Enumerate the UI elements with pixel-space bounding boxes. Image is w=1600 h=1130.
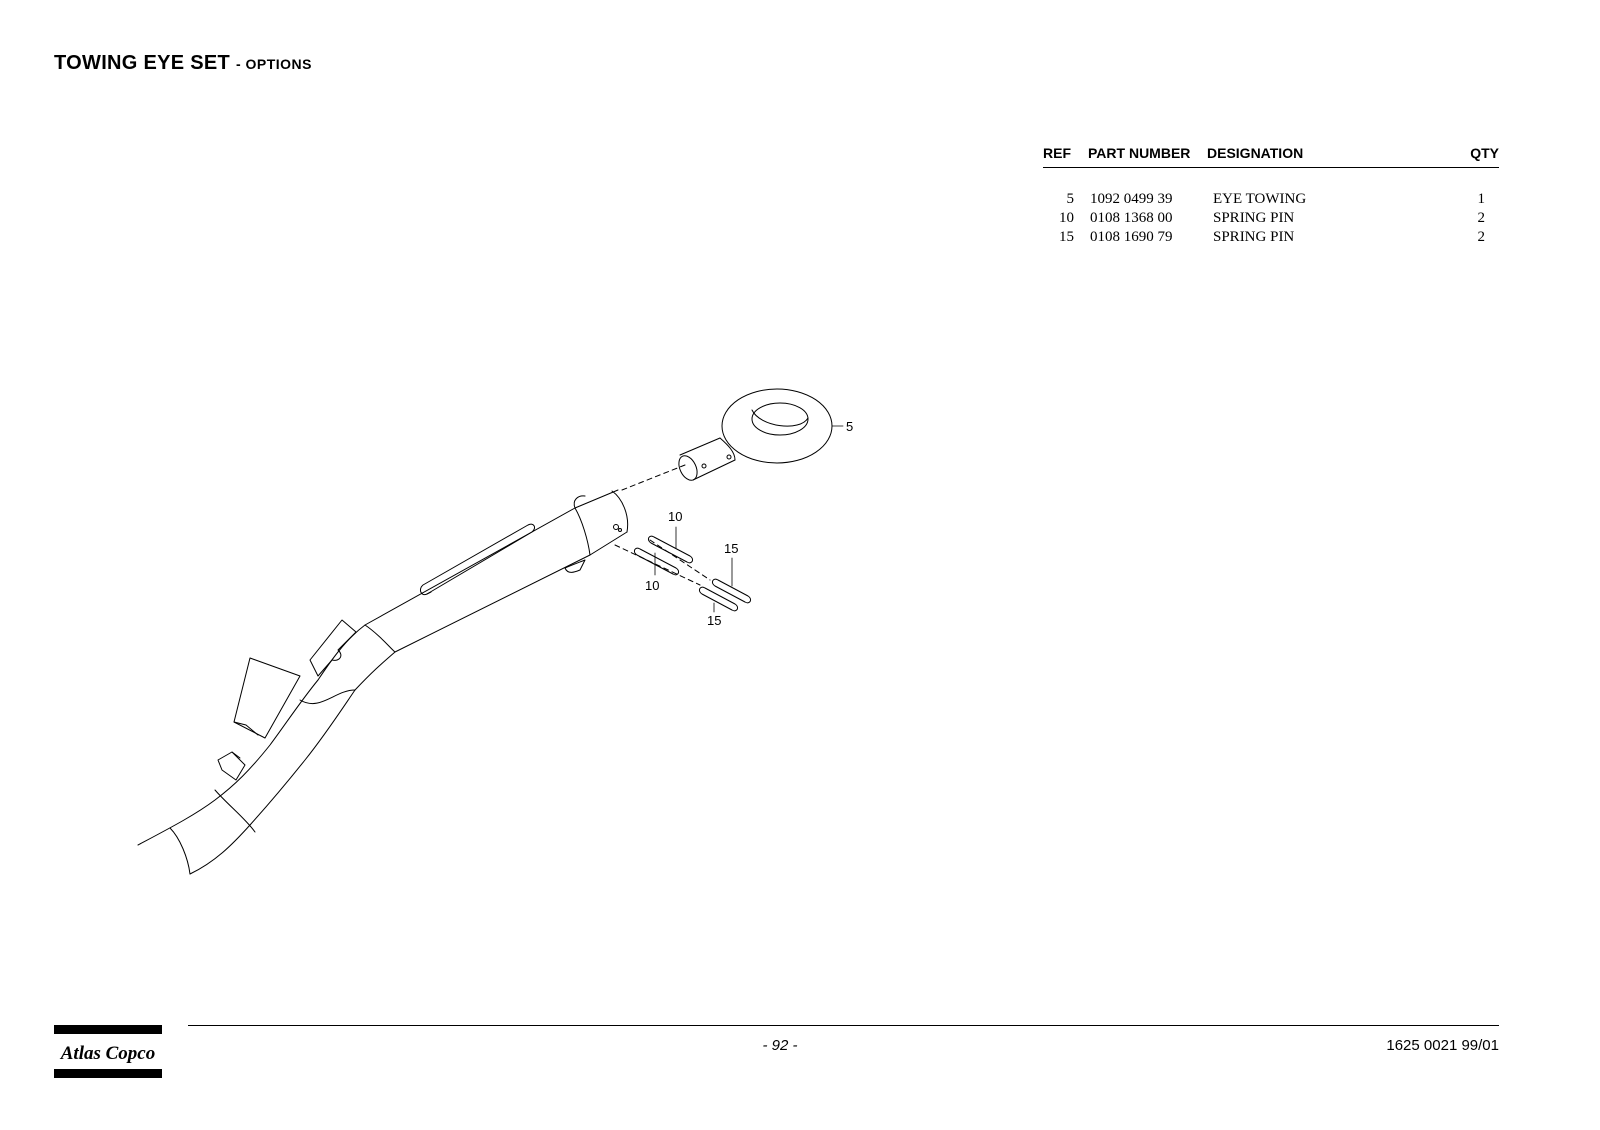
parts-table-header: REF PART NUMBER DESIGNATION QTY (1043, 143, 1499, 168)
page-title: TOWING EYE SET - OPTIONS (54, 52, 312, 75)
callout-ref-15-upper: 15 (724, 541, 738, 556)
callout-ref-5: 5 (846, 419, 853, 434)
document-number: 1625 0021 99/01 (1386, 1037, 1499, 1054)
row-designation: EYE TOWING (1213, 191, 1307, 207)
column-header-qty: QTY (1433, 143, 1499, 168)
row-designation: SPRING PIN (1213, 229, 1295, 245)
footer-rule (188, 1025, 1499, 1026)
drawbar-clamps (217, 619, 357, 781)
column-header-part-number: PART NUMBER (1088, 143, 1207, 168)
assembly-axis-lines (614, 464, 711, 586)
column-header-designation: DESIGNATION (1207, 143, 1434, 168)
parts-table: REF PART NUMBER DESIGNATION QTY 5 1092 0… (1043, 143, 1499, 247)
logo-bottom-bar (54, 1069, 162, 1078)
atlas-copco-logo: Atlas Copco (54, 1025, 162, 1078)
row-designation: SPRING PIN (1213, 210, 1295, 226)
callout-leaders (654, 425, 844, 613)
row-qty: 2 (1477, 229, 1486, 245)
spring-pin-15-pair (698, 578, 752, 612)
title-main: TOWING EYE SET (54, 52, 231, 74)
logo-wordmark: Atlas Copco (60, 1043, 155, 1064)
drawbar-lower-tube (137, 679, 356, 875)
row-qty: 2 (1477, 210, 1486, 226)
title-subtitle: - OPTIONS (235, 56, 312, 72)
table-row: 10 0108 1368 00 SPRING PIN 2 (1043, 209, 1499, 228)
table-row: 5 1092 0499 39 EYE TOWING 1 (1043, 190, 1499, 209)
towing-eye-part (678, 388, 833, 481)
spring-pin-10-pair (633, 535, 694, 576)
row-ref: 5 (1066, 191, 1075, 207)
page-number: - 92 - (762, 1037, 798, 1054)
row-part-number: 0108 1690 79 (1090, 229, 1173, 245)
row-ref: 10 (1059, 210, 1074, 226)
row-part-number: 1092 0499 39 (1090, 191, 1173, 207)
logo-top-bar (54, 1025, 162, 1034)
column-header-ref: REF (1043, 143, 1088, 168)
callout-ref-15-lower: 15 (707, 613, 721, 628)
row-ref: 15 (1059, 229, 1074, 245)
table-row: 15 0108 1690 79 SPRING PIN 2 (1043, 228, 1499, 247)
row-part-number: 0108 1368 00 (1090, 210, 1173, 226)
callout-ref-10-lower: 10 (645, 578, 659, 593)
callout-ref-10-upper: 10 (668, 509, 682, 524)
drawbar-upper-tube (317, 489, 629, 691)
row-qty: 1 (1477, 191, 1486, 207)
